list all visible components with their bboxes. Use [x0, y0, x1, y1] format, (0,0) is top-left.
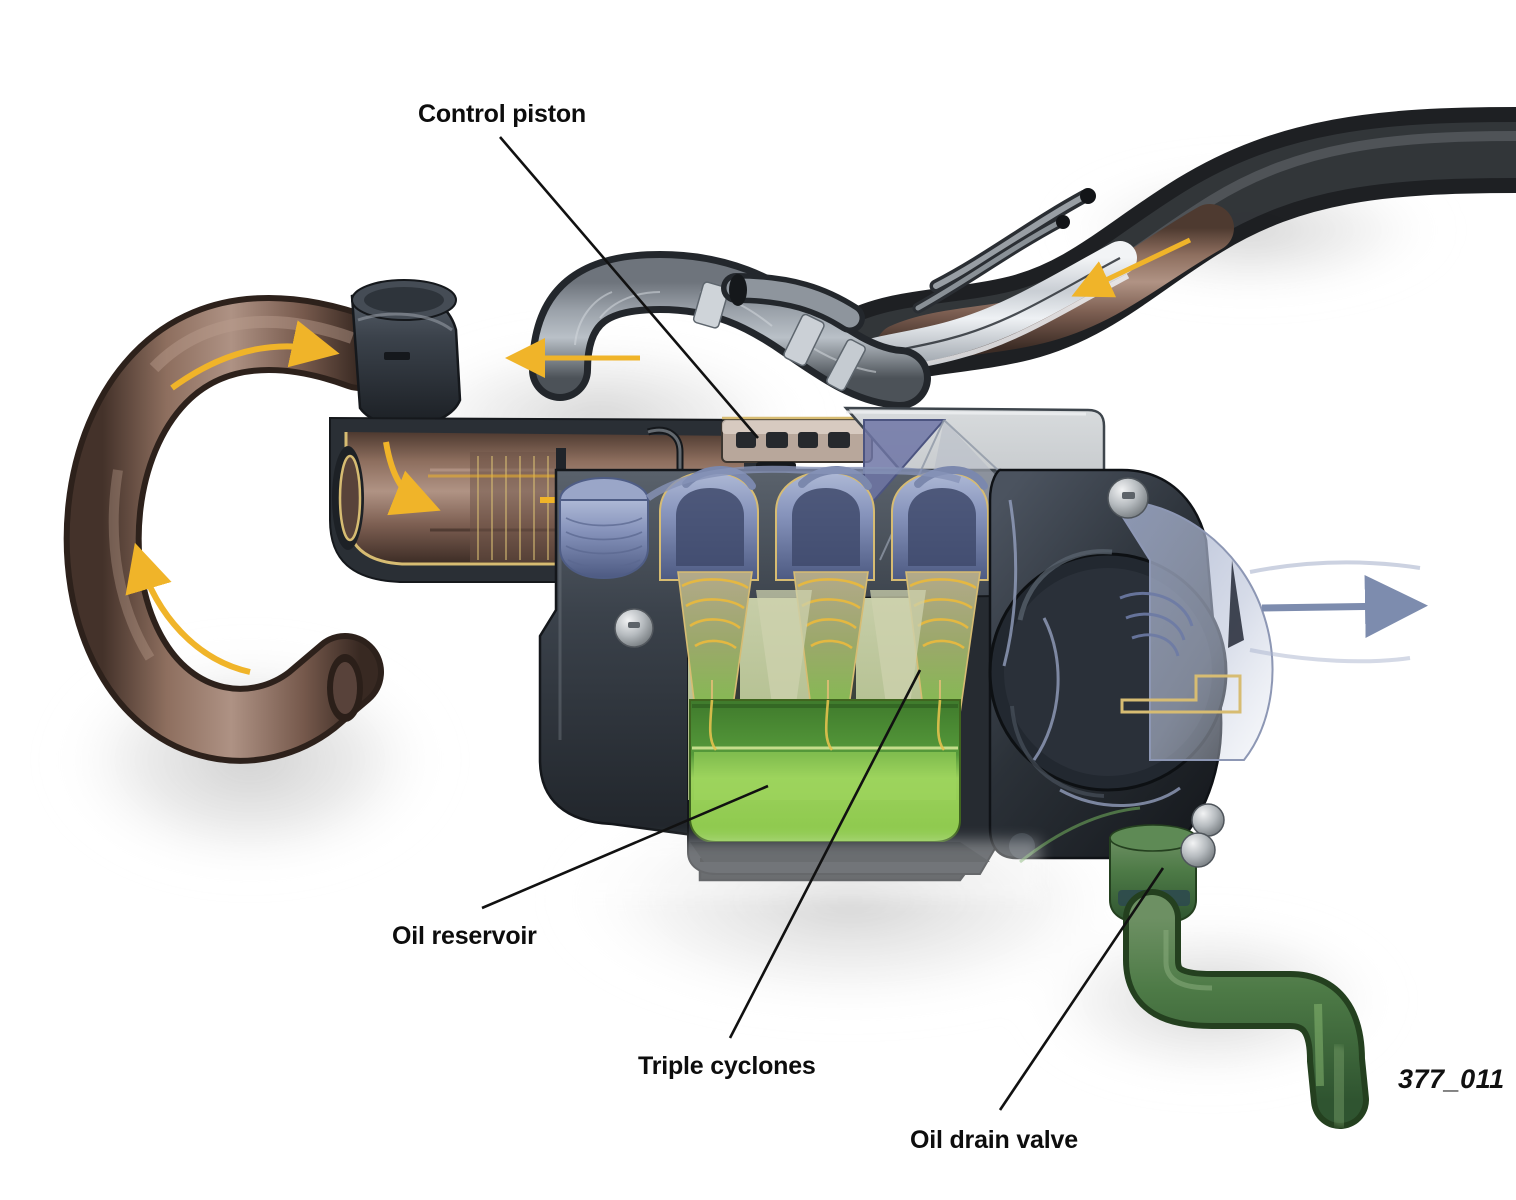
- inlet-elbow-cap: [350, 279, 462, 428]
- flow-arrow-tract-entry: [383, 441, 441, 516]
- cyclone-head-group: [645, 465, 989, 581]
- flow-arrow-inlet-bottom: [125, 542, 251, 675]
- figure-number: 377_011: [1398, 1064, 1505, 1094]
- oil-reservoir: [689, 699, 990, 862]
- flow-arrow-inlet-top: [170, 320, 340, 391]
- clean-gas-outlet-arrow: [1249, 560, 1428, 664]
- cyclone-manifold: [559, 465, 989, 581]
- cyclone-cap: [559, 477, 649, 580]
- leader-triple-cyclones: [728, 669, 922, 1039]
- callout-label-triple-cyclones: Triple cyclones: [638, 1052, 816, 1080]
- flow-arrow-upper-hose: [1071, 237, 1192, 298]
- callout-leader-lines: [481, 136, 1165, 1111]
- tract-sleeve: [470, 448, 566, 568]
- hose-clamp: [692, 281, 866, 392]
- corrugated-vent-hose: [505, 250, 931, 409]
- upper-inlet-hose: [817, 107, 1516, 395]
- crankcase-inlet-hose: [63, 295, 399, 764]
- leader-control-piston: [499, 136, 759, 439]
- callout-label-oil-reservoir: Oil reservoir: [392, 922, 537, 950]
- leader-oil-reservoir: [481, 784, 769, 910]
- callout-label-control-piston: Control piston: [418, 100, 587, 128]
- pressure-regulator: [988, 468, 1274, 864]
- callout-label-oil-drain-valve: Oil drain valve: [910, 1126, 1078, 1154]
- leader-oil-drain-valve: [998, 867, 1165, 1111]
- oil-drain-valve: [1109, 824, 1369, 1129]
